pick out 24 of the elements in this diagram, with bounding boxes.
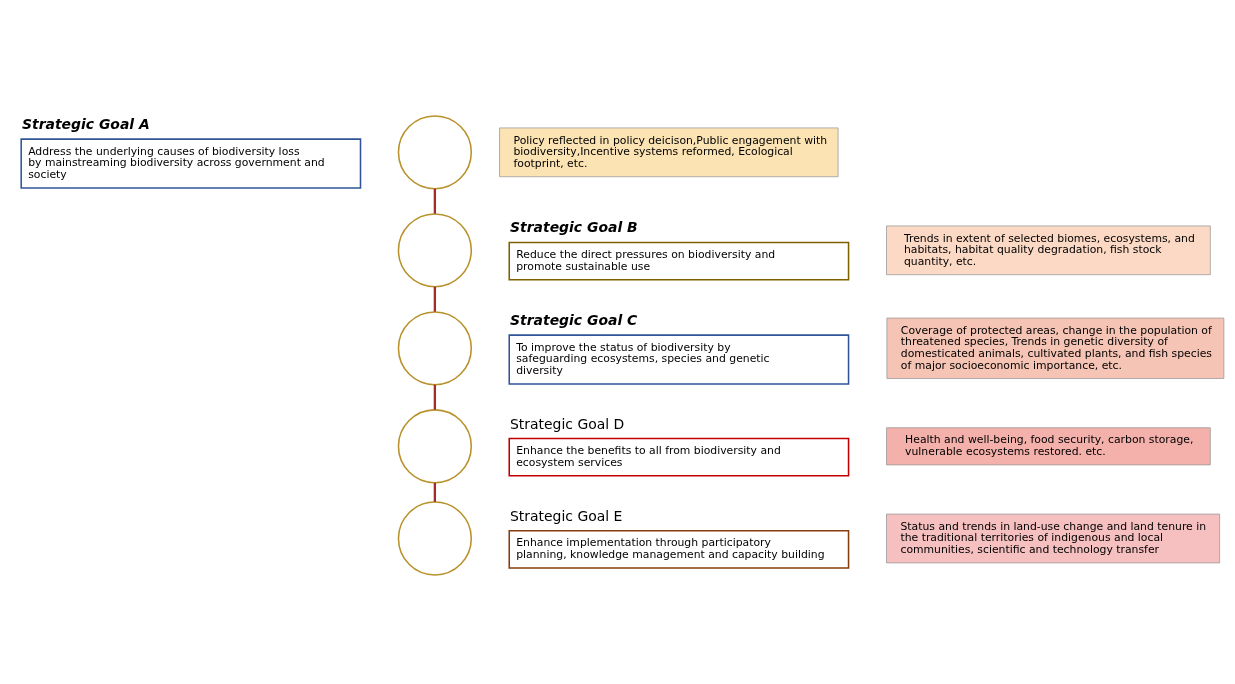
node-box: Reduce the direct pressures on biodiversity and promote sustainable use — [508, 241, 850, 281]
connector — [433, 482, 437, 502]
node-box: Enhance implementation through participatory planning, knowledge management and capacity building — [508, 529, 850, 569]
node-circle — [397, 500, 473, 576]
node-box: Health and well-being, food security, carbon storage, vulnerable ecosystems restored. etc. — [886, 426, 1211, 465]
connector — [433, 286, 437, 312]
node-box: To improve the status of biodiversity by safeguarding ecosystems, species and genetic diversity — [508, 333, 850, 385]
node-circle — [397, 408, 473, 483]
node-label: Strategic Goal D — [510, 415, 625, 432]
node-label: Strategic Goal C — [510, 311, 638, 328]
connector — [433, 188, 437, 214]
node-box: Status and trends in land-use change and land tenure in the traditional territories of indigenous and local communities, scientific and technology transfer — [886, 513, 1220, 563]
node-box: Coverage of protected areas, change in the population of threatened species, Trends in genetic diversity of domesticated animals, cultivated plants, and fish species of major socioeconomic importance, etc. — [886, 317, 1225, 379]
node-circle — [397, 310, 473, 385]
node-circle — [397, 212, 473, 287]
node-box: Trends in extent of selected biomes, ecosystems, and habitats, habitat quality degradation, fish stock quantity, etc. — [886, 225, 1211, 275]
node-circle — [397, 114, 473, 189]
node-box: Policy reflected in policy deicison,Public engagement with biodiversity,Incentive systems reformed, Ecological footprint, etc. — [499, 127, 839, 177]
node-label: Strategic Goal B — [510, 218, 638, 235]
node-label: Strategic Goal E — [510, 507, 623, 524]
node-box: Address the underlying causes of biodiversity loss by mainstreaming biodiversity across government and society — [20, 137, 362, 189]
connector — [433, 384, 437, 410]
node-box: Enhance the benefits to all from biodiversity and ecosystem services — [508, 437, 850, 476]
node-label: Strategic Goal A — [21, 115, 150, 132]
